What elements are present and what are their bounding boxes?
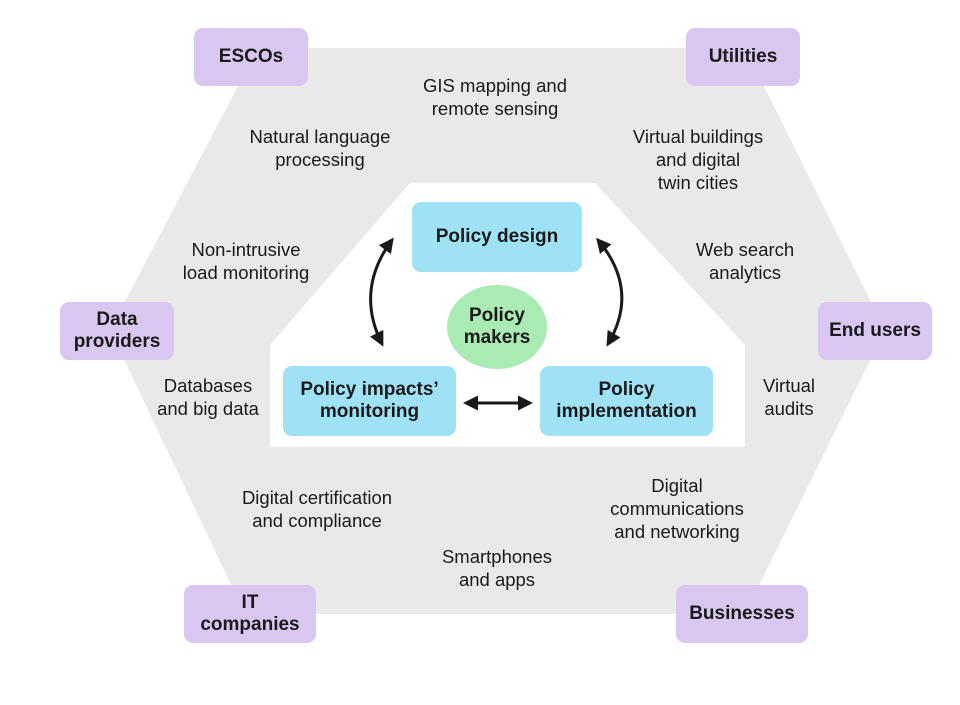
tech-digital-communications: Digital communications and networking [610,475,744,542]
policy-implementation: Policy implementation [540,366,713,436]
policy-monitoring: Policy impacts’ monitoring [283,366,456,436]
tech-web-search: Web search analytics [695,239,795,283]
policy-design: Policy design [412,202,582,272]
arrow-design-monitoring [369,237,394,347]
stakeholder-data-providers: Data providers [60,302,174,360]
tech-natural-language: Natural language processing [249,126,391,170]
arrow-design-implementation [596,237,624,347]
stakeholder-utilities: Utilities [686,28,800,86]
tech-nilm: Non-intrusive load monitoring [182,239,310,283]
tech-smartphones: Smartphones and apps [441,546,553,590]
tech-gis-mapping: GIS mapping and remote sensing [423,75,567,119]
tech-databases: Databases and big data [157,375,259,419]
stakeholder-escos: ESCOs [194,28,308,86]
stakeholder-businesses: Businesses [676,585,808,643]
policy-makers: Policy makers [447,285,547,369]
stakeholder-end-users: End users [818,302,932,360]
stakeholder-it-companies: IT companies [184,585,316,643]
tech-virtual-audits: Virtual audits [762,375,816,419]
tech-virtual-buildings: Virtual buildings and digital twin citie… [632,126,764,193]
tech-digital-certification: Digital certification and compliance [241,487,393,531]
